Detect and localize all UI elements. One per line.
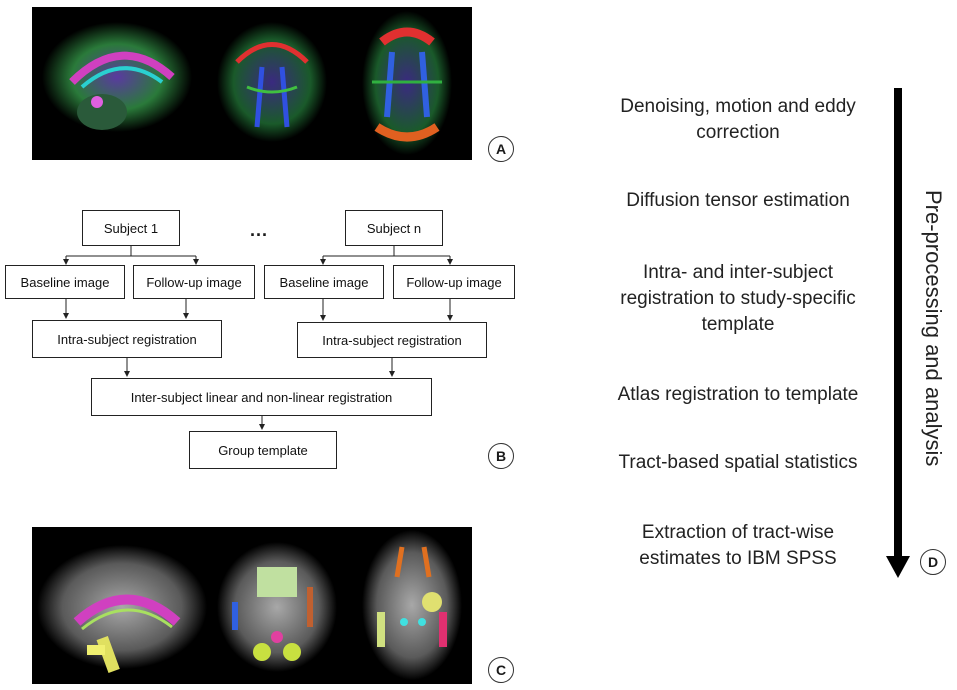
ellipsis: ... bbox=[250, 220, 269, 240]
step-atlas-registration: Atlas registration to template bbox=[617, 384, 859, 405]
panel-a-label: A bbox=[488, 136, 514, 162]
step-extraction: Extraction of tract-wise estimates to IB… bbox=[639, 522, 837, 569]
process-arrow-label: Pre-processing and analysis bbox=[921, 190, 946, 467]
group-template-box: Group template bbox=[189, 431, 337, 469]
baseline-image-box-2: Baseline image bbox=[264, 265, 384, 299]
step-denoising: Denoising, motion and eddy correction bbox=[620, 96, 856, 143]
intra-subject-registration-box-1: Intra-subject registration bbox=[32, 320, 222, 358]
subject-1-box: Subject 1 bbox=[82, 210, 180, 246]
step-tbss: Tract-based spatial statistics bbox=[618, 452, 858, 473]
panel-d-label: D bbox=[920, 549, 946, 575]
panel-c-atlas-images bbox=[32, 527, 472, 684]
baseline-image-box-1: Baseline image bbox=[5, 265, 125, 299]
panel-c-label: C bbox=[488, 657, 514, 683]
inter-subject-registration-box: Inter-subject linear and non-linear regi… bbox=[91, 378, 432, 416]
step-registration: Intra- and inter-subject registration to… bbox=[620, 262, 856, 335]
followup-image-box-2: Follow-up image bbox=[393, 265, 515, 299]
followup-image-box-1: Follow-up image bbox=[133, 265, 255, 299]
panel-a-dti-images bbox=[32, 7, 472, 160]
intra-subject-registration-box-2: Intra-subject registration bbox=[297, 322, 487, 358]
step-tensor-estimation: Diffusion tensor estimation bbox=[626, 190, 850, 211]
panel-b-label: B bbox=[488, 443, 514, 469]
subject-n-box: Subject n bbox=[345, 210, 443, 246]
